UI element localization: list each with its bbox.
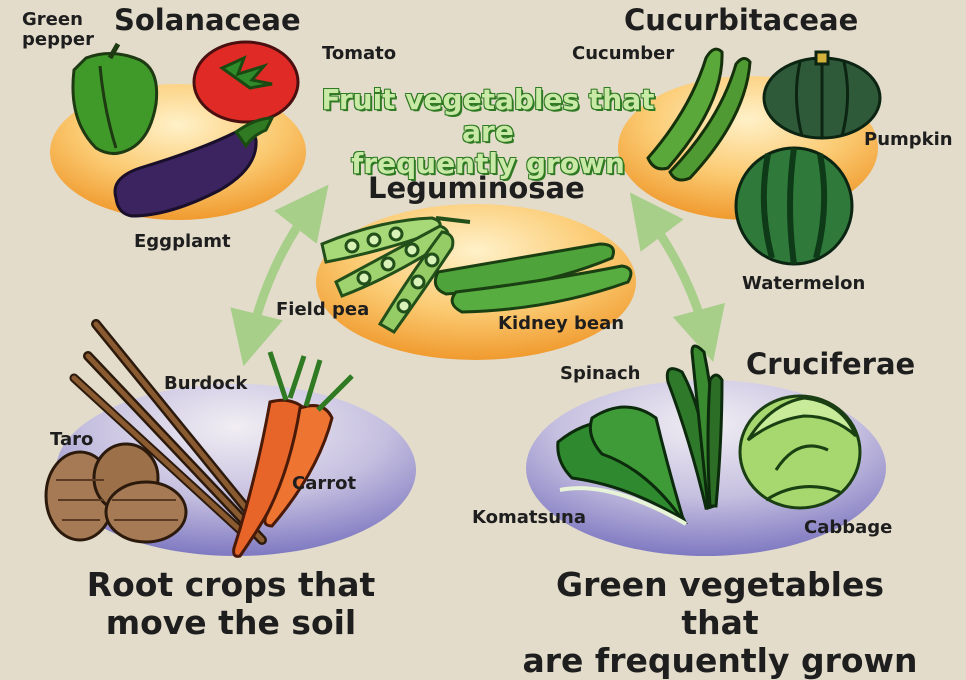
family-cucurbitaceae: Cucurbitaceae — [624, 3, 859, 37]
spinach-illustration — [665, 344, 724, 511]
family-solanaceae: Solanaceae — [114, 3, 301, 37]
green-pepper-illustration — [71, 42, 159, 155]
eggplant-illustration — [113, 116, 275, 218]
caption-root-crops: Root crops that move the soil — [86, 565, 376, 642]
kidney-bean-illustration — [433, 242, 633, 314]
label-carrot: Carrot — [292, 473, 357, 494]
cabbage-illustration — [738, 394, 862, 510]
label-spinach: Spinach — [560, 363, 641, 384]
burdock-illustration — [69, 319, 267, 545]
diagram-canvas — [44, 40, 886, 558]
label-tomato: Tomato — [322, 43, 397, 64]
carrot-illustration — [232, 351, 354, 558]
label-eggplant: Eggplamt — [134, 231, 231, 252]
family-cruciferae: Cruciferae — [746, 347, 916, 381]
field-pea-illustration — [320, 216, 471, 334]
label-komatsuna: Komatsuna — [472, 507, 586, 528]
label-watermelon: Watermelon — [742, 273, 866, 294]
label-taro: Taro — [50, 429, 94, 450]
tomato-illustration — [192, 40, 300, 124]
watermelon-illustration — [734, 146, 854, 266]
label-cucumber: Cucumber — [572, 43, 675, 64]
label-field-pea: Field pea — [276, 299, 370, 320]
label-kidney-bean: Kidney bean — [498, 313, 625, 334]
label-green-pepper: Green pepper — [22, 9, 94, 50]
rotation-arrow-right — [629, 192, 725, 363]
label-pumpkin: Pumpkin — [864, 129, 953, 150]
label-cabbage: Cabbage — [804, 517, 893, 538]
pumpkin-illustration — [762, 50, 882, 140]
cucumber-illustration — [646, 47, 752, 182]
caption-fruit-vegetables: Fruit vegetables that are frequently gro… — [321, 83, 655, 180]
taro-illustration — [44, 442, 188, 544]
rotation-arrow-left — [230, 184, 329, 367]
caption-green-vegetables: Green vegetables that are frequently gro… — [522, 565, 918, 680]
label-burdock: Burdock — [164, 373, 248, 394]
family-leguminosae: Leguminosae — [368, 171, 585, 205]
komatsuna-illustration — [556, 405, 689, 526]
